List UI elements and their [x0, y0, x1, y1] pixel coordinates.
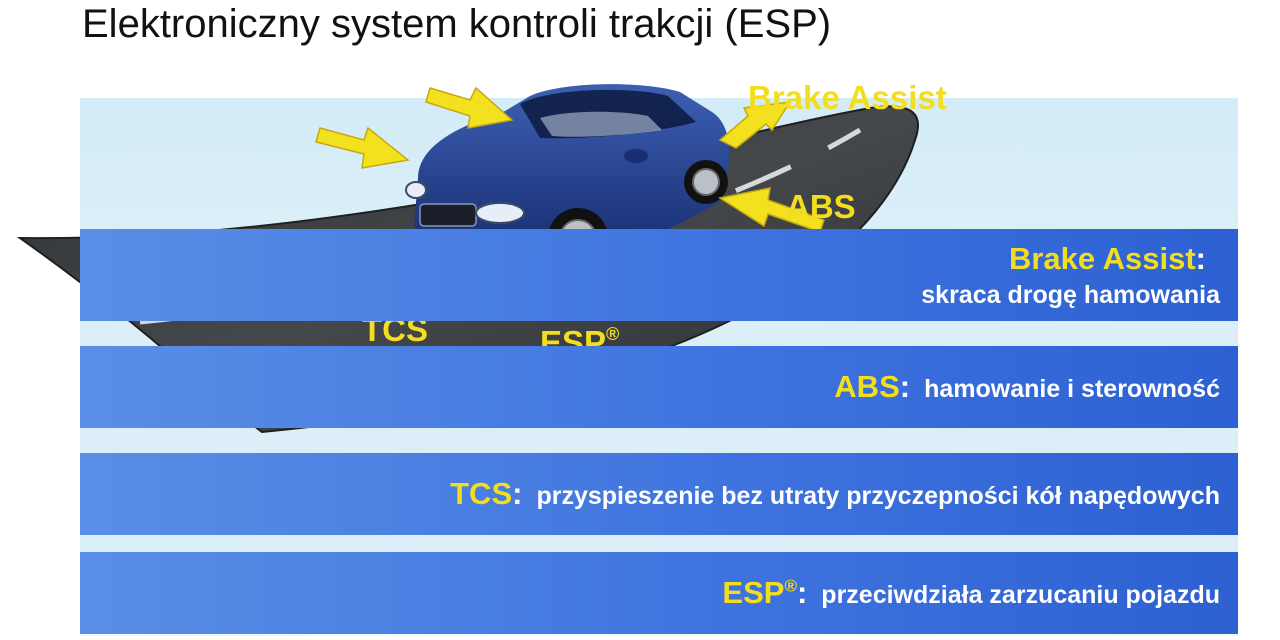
band-description: skraca drogę hamowania	[921, 280, 1220, 309]
arrow-icon	[315, 126, 410, 169]
brake-assist-label: Brake Assist	[748, 79, 947, 116]
band-description: przeciwdziała zarzucaniu pojazdu	[821, 581, 1220, 609]
band-abs: ABS : hamowanie i sterowność	[80, 346, 1238, 428]
registered-mark: ®	[606, 324, 619, 344]
registered-mark: ®	[784, 576, 797, 596]
band-colon: :	[512, 476, 523, 511]
band-colon: :	[796, 575, 808, 610]
band-colon: :	[1195, 240, 1206, 276]
band-colon: :	[899, 369, 911, 404]
band-brake-assist: Brake Assist : skraca drogę hamowania	[80, 229, 1238, 321]
band-description: przyspieszenie bez utraty przyczepności …	[536, 482, 1220, 510]
page-title: Elektroniczny system kontroli trakcji (E…	[82, 2, 832, 46]
arrow-icon	[718, 101, 792, 149]
band-gap	[80, 535, 1238, 552]
abs-label: ABS	[786, 188, 856, 225]
band-gap	[80, 428, 1238, 453]
arrow-icon	[718, 187, 825, 233]
band-acronym: TCS	[450, 476, 513, 511]
band-description: hamowanie i sterowność	[924, 375, 1220, 403]
band-tcs: TCS : przyspieszenie bez utraty przyczep…	[80, 453, 1238, 535]
arrow-icon	[425, 86, 514, 129]
band-acronym: ABS	[834, 369, 900, 404]
band-acronym-text: ESP	[722, 575, 785, 610]
car	[405, 84, 730, 268]
band-acronym: ESP®	[722, 575, 797, 611]
band-acronym: Brake Assist	[1008, 240, 1196, 276]
band-esp: ESP® : przeciwdziała zarzucaniu pojazdu	[80, 552, 1238, 634]
